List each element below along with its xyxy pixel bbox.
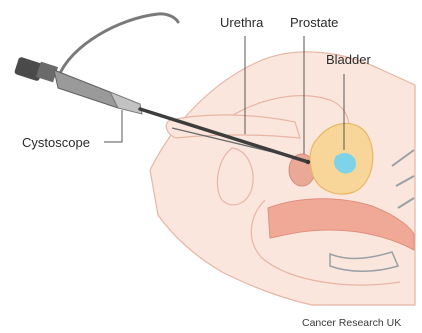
light-cable	[58, 14, 178, 78]
label-prostate: Prostate	[290, 15, 338, 30]
label-bladder: Bladder	[326, 52, 371, 67]
scope-tip	[306, 160, 310, 164]
pelvis-cross-section	[150, 52, 415, 305]
scope-body	[54, 70, 118, 108]
label-urethra: Urethra	[220, 15, 264, 30]
body-outline	[150, 52, 415, 305]
cystoscope-leader	[104, 110, 122, 142]
label-cystoscope: Cystoscope	[22, 135, 90, 150]
credit-text: Cancer Research UK	[302, 317, 401, 329]
